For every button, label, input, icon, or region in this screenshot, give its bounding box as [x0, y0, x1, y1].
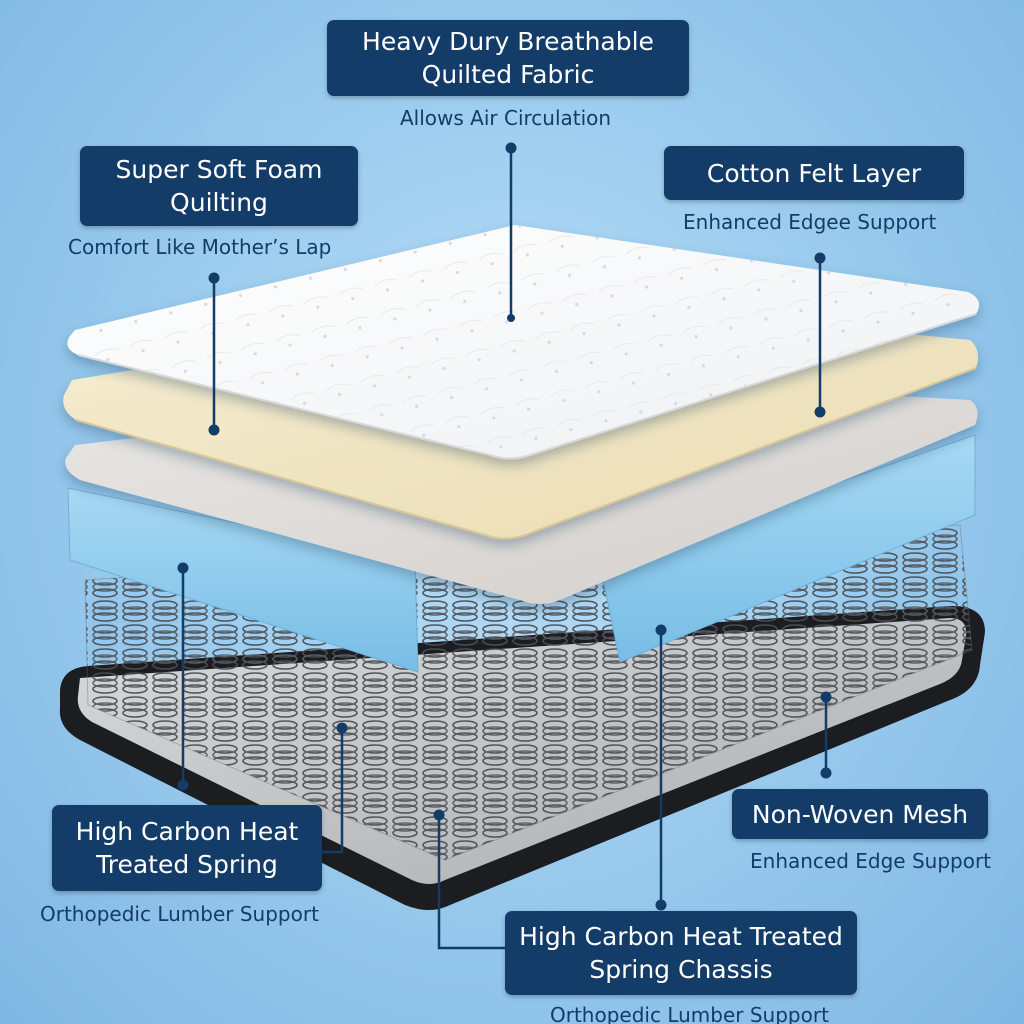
leader-lines — [181, 148, 828, 950]
callout-foam-quilting-line2: Quilting — [170, 188, 268, 217]
subtitle-non-woven-mesh: Enhanced Edge Support — [750, 849, 992, 873]
subtitle-spring: Orthopedic Lumber Support — [40, 902, 319, 926]
callout-cotton-felt-title: Cotton Felt Layer — [706, 158, 922, 188]
quilted-fabric-layer — [67, 225, 980, 460]
callout-cotton-felt: Cotton Felt Layer — [664, 146, 964, 200]
callout-spring: High Carbon Heat Treated Spring — [52, 805, 322, 891]
subtitle-cotton-felt: Enhanced Edgee Support — [683, 210, 937, 234]
callout-non-woven-mesh: Non-Woven Mesh — [732, 789, 988, 839]
callout-spring-line2: Treated Spring — [96, 850, 278, 879]
callout-spring-chassis: High Carbon Heat Treated Spring Chassis — [505, 911, 857, 995]
leader-spring-chassis — [437, 815, 505, 950]
subtitle-quilted-fabric: Allows Air Circulation — [400, 106, 612, 130]
subtitle-spring-chassis: Orthopedic Lumber Support — [550, 1003, 829, 1024]
callout-spring-line1: High Carbon Heat — [75, 817, 299, 846]
callout-spring-chassis-line2: Spring Chassis — [589, 955, 773, 984]
callout-quilted-fabric-line2: Quilted Fabric — [421, 60, 595, 89]
subtitle-foam-quilting: Comfort Like Mother’s Lap — [68, 235, 332, 259]
callout-foam-quilting-line1: Super Soft Foam — [115, 155, 323, 184]
callout-foam-quilting: Super Soft Foam Quilting — [80, 146, 358, 226]
callout-spring-chassis-line1: High Carbon Heat Treated — [519, 922, 843, 951]
leader-spring-box — [322, 728, 344, 854]
callout-non-woven-mesh-title: Non-Woven Mesh — [751, 799, 969, 829]
callout-quilted-fabric-line1: Heavy Dury Breathable — [362, 27, 654, 56]
leader-dots — [177, 142, 832, 911]
callout-quilted-fabric: Heavy Dury Breathable Quilted Fabric — [327, 20, 689, 96]
